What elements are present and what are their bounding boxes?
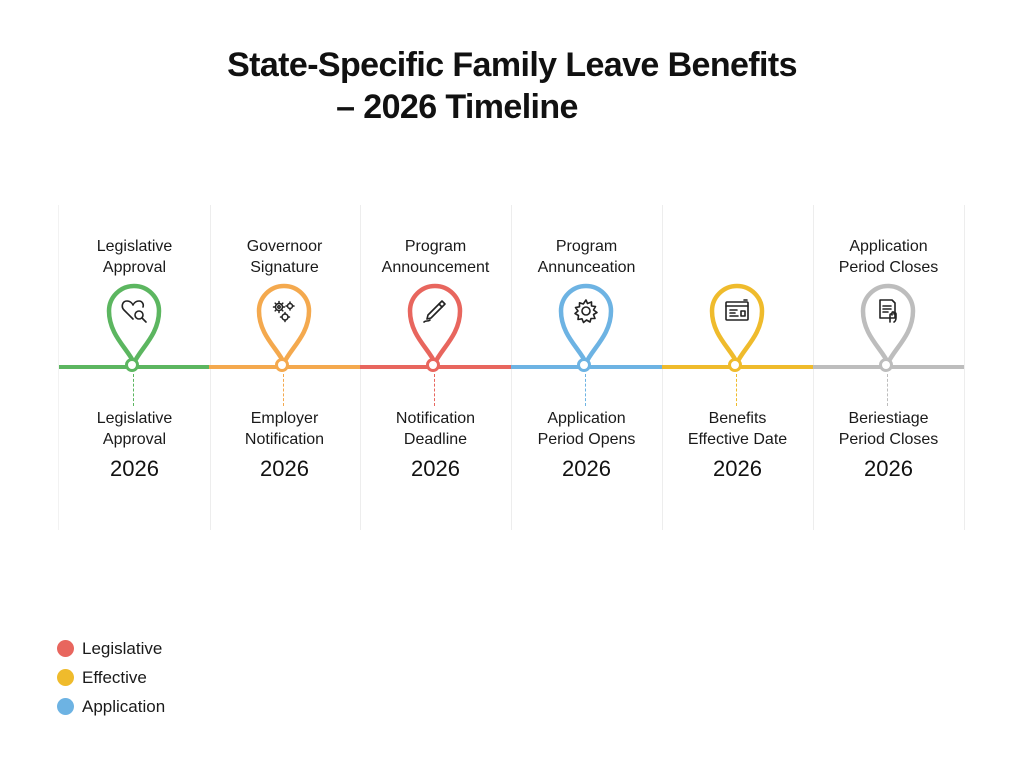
stage-top-label: Governoor Signature xyxy=(209,236,360,278)
legend-label: Legislative xyxy=(82,638,163,658)
stage-top-line: Signature xyxy=(250,259,319,276)
connector-line xyxy=(736,374,737,406)
stage-top-label: Program Announcement xyxy=(360,236,511,278)
stage-top-line: Application xyxy=(849,238,928,255)
timeline-node xyxy=(275,358,289,372)
legend-dot xyxy=(57,669,74,686)
stage-bottom-label: Legislative Approval xyxy=(59,408,210,450)
stage-year: 2026 xyxy=(260,456,309,481)
connector-line xyxy=(585,374,586,406)
connector-line xyxy=(887,374,888,406)
legend-item-application: Application xyxy=(57,692,165,721)
connector-line xyxy=(434,374,435,406)
timeline-stage: Legislative Approval Legislative Approva… xyxy=(58,205,211,530)
legend-dot xyxy=(57,698,74,715)
stage-top-label: Program Annunceation xyxy=(511,236,662,278)
timeline-node xyxy=(426,358,440,372)
stage-bottom-label: Application Period Opens xyxy=(511,408,662,450)
legend-item-effective: Effective xyxy=(57,663,165,692)
stage-top-label xyxy=(662,236,813,257)
stage-bottom-label: Notification Deadline xyxy=(360,408,511,450)
pen-icon xyxy=(407,283,463,369)
stage-top-line: Period Closes xyxy=(838,259,939,276)
timeline-node xyxy=(879,358,893,372)
title-line-2: – 2026 Timeline xyxy=(336,88,578,126)
timeline-node xyxy=(728,358,742,372)
connector-line xyxy=(133,374,134,406)
stage-bottom-line: Period Closes xyxy=(838,431,939,448)
stage-year: 2026 xyxy=(562,456,611,481)
stage-bottom-line: Deadline xyxy=(403,431,468,448)
stage-bottom-label: Benefits Effective Date xyxy=(662,408,813,450)
stage-top-line: Approval xyxy=(102,259,167,276)
stage-bottom-line: Employer xyxy=(250,410,319,427)
stage-top-line: Annunceation xyxy=(537,259,636,276)
legend-label: Effective xyxy=(82,667,147,687)
stage-top-line: Announcement xyxy=(381,259,490,276)
stage-bottom-line: Effective Date xyxy=(687,431,788,448)
legend: Legislative Effective Application xyxy=(57,634,165,721)
gear-icon xyxy=(558,283,614,369)
stage-bottom-line: Legislative xyxy=(96,410,173,427)
legend-dot xyxy=(57,640,74,657)
timeline-node xyxy=(577,358,591,372)
stage-bottom-line: Application xyxy=(547,410,626,427)
stage-top-line: Governoor xyxy=(246,238,323,255)
stage-top-label: Legislative Approval xyxy=(59,236,210,278)
stage-bottom-line: Notification xyxy=(244,431,325,448)
gears-icon xyxy=(256,283,312,369)
document-screen-icon xyxy=(709,283,765,369)
legend-label: Application xyxy=(82,696,166,716)
stage-bottom-line: Approval xyxy=(102,431,167,448)
stage-top-line: Program xyxy=(404,238,467,255)
stage-year: 2026 xyxy=(864,456,913,481)
connector-line xyxy=(283,374,284,406)
title-line-1: State-Specific Family Leave Benefits xyxy=(227,46,797,84)
timeline-stage: Governoor Signature Employer Notificatio… xyxy=(209,205,361,530)
timeline-stage: Program Announcement Notification Deadli… xyxy=(360,205,512,530)
stage-top-line: Program xyxy=(555,238,618,255)
stage-top-label: Application Period Closes xyxy=(813,236,964,278)
stage-year: 2026 xyxy=(411,456,460,481)
stage-bottom-line: Notification xyxy=(395,410,476,427)
timeline-stage: Program Annunceation Application Period … xyxy=(511,205,663,530)
page-title: State-Specific Family Leave Benefits – 2… xyxy=(0,44,1024,128)
timeline-node xyxy=(125,358,139,372)
timeline-stage: Application Period Closes Beriestiage Pe… xyxy=(813,205,965,530)
stage-top-line: Legislative xyxy=(96,238,173,255)
heart-search-icon xyxy=(106,283,162,369)
stage-bottom-line: Benefits xyxy=(708,410,767,427)
timeline-stage: Benefits Effective Date 2026 xyxy=(662,205,814,530)
timeline: Legislative Approval Legislative Approva… xyxy=(58,205,965,530)
stage-bottom-label: Employer Notification xyxy=(209,408,360,450)
stage-year: 2026 xyxy=(713,456,762,481)
stage-bottom-line: Beriestiage xyxy=(848,410,929,427)
document-hand-icon xyxy=(860,283,916,369)
stage-bottom-label: Beriestiage Period Closes xyxy=(813,408,964,450)
legend-item-legislative: Legislative xyxy=(57,634,165,663)
stage-year: 2026 xyxy=(110,456,159,481)
stage-bottom-line: Period Opens xyxy=(537,431,636,448)
